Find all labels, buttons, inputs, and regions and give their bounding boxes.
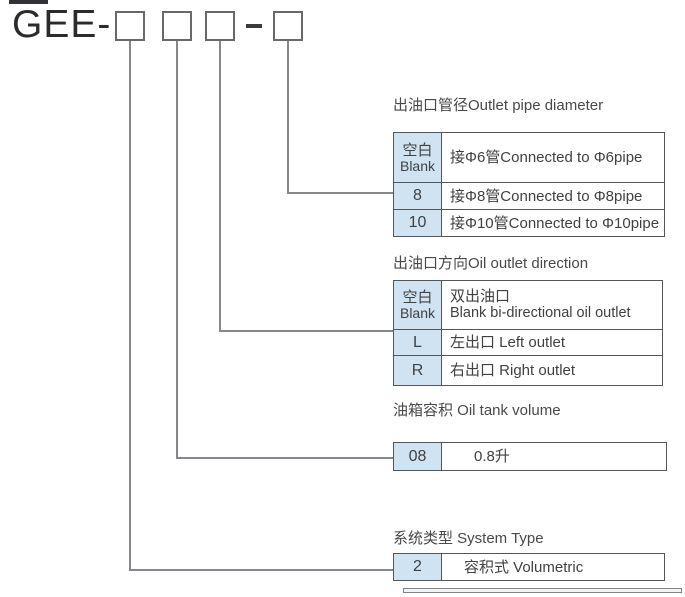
code-cell: 08 xyxy=(394,443,442,470)
desc-cell: 接Φ10管Connected to Φ10pipe xyxy=(442,210,664,236)
desc-cell: 接Φ8管Connected to Φ8pipe xyxy=(442,183,664,209)
code-cell: 8 xyxy=(394,183,442,209)
desc-cell: 左出口 Left outlet xyxy=(442,330,662,355)
model-prefix: GEE- xyxy=(12,3,112,46)
code-box-3-outlet-direction xyxy=(205,11,235,41)
connector-vertical-box2 xyxy=(176,41,178,458)
code-box-2-tank-volume xyxy=(162,11,192,41)
table-row: 2 容积式 Volumetric xyxy=(394,554,664,580)
desc-text-en: Blank bi-directional oil outlet xyxy=(450,305,631,321)
desc-text: 接Φ6管Connected to Φ6pipe xyxy=(450,149,643,166)
table-oil-tank-volume: 08 0.8升 xyxy=(393,442,667,471)
desc-text: 接Φ8管Connected to Φ8pipe xyxy=(450,187,643,205)
section-title-oil-tank-volume: 油箱容积 Oil tank volume xyxy=(393,402,561,419)
code-value: R xyxy=(411,361,424,379)
table-row: 空白 Blank 双出油口 Blank bi-directional oil o… xyxy=(394,281,662,329)
connector-horizontal-box4 xyxy=(287,192,393,194)
code-value: L xyxy=(413,333,422,351)
desc-text-cn: 双出油口 xyxy=(450,288,511,305)
connector-vertical-box3 xyxy=(219,41,221,331)
code-value: 10 xyxy=(408,214,427,231)
desc-text: 接Φ10管Connected to Φ10pipe xyxy=(450,214,660,232)
code-separator-dash xyxy=(246,24,262,28)
cropped-text-artifact xyxy=(9,0,48,4)
code-value: 08 xyxy=(408,447,427,465)
section-title-system-type: 系统类型 System Type xyxy=(393,530,544,547)
desc-cell: 双出油口 Blank bi-directional oil outlet xyxy=(442,281,662,329)
desc-text: 容积式 Volumetric xyxy=(464,558,584,576)
code-value: 2 xyxy=(413,558,422,575)
code-value: 8 xyxy=(413,187,422,204)
desc-cell: 容积式 Volumetric xyxy=(442,554,664,580)
table-row: L 左出口 Left outlet xyxy=(394,329,662,355)
connector-vertical-box1 xyxy=(129,41,131,570)
code-value-cn: 空白 xyxy=(402,141,433,159)
desc-text: 右出口 Right outlet xyxy=(450,362,576,379)
code-cell: R xyxy=(394,356,442,385)
code-value-en: Blank xyxy=(399,157,436,174)
code-value-en: Blank xyxy=(399,305,436,321)
code-cell: L xyxy=(394,330,442,355)
connector-horizontal-box3 xyxy=(219,330,393,332)
section-title-outlet-pipe-diameter: 出油口管径Outlet pipe diameter xyxy=(393,97,604,114)
code-box-1-system-type xyxy=(115,11,145,41)
table-row: R 右出口 Right outlet xyxy=(394,355,662,385)
desc-cell: 右出口 Right outlet xyxy=(442,356,662,385)
code-box-4-pipe-diameter xyxy=(273,11,303,41)
code-cell: 空白 Blank xyxy=(394,281,442,329)
table-row: 08 0.8升 xyxy=(394,443,666,470)
table-outlet-pipe-diameter: 空白 Blank 接Φ6管Connected to Φ6pipe 8 接Φ8管C… xyxy=(393,132,665,237)
connector-horizontal-box1 xyxy=(129,569,393,571)
connector-vertical-box4 xyxy=(287,41,289,193)
connector-horizontal-box2 xyxy=(176,457,393,459)
desc-text: 0.8升 xyxy=(474,448,510,465)
table-row: 空白 Blank 接Φ6管Connected to Φ6pipe xyxy=(394,133,664,182)
table-oil-outlet-direction: 空白 Blank 双出油口 Blank bi-directional oil o… xyxy=(393,280,663,386)
desc-text: 左出口 Left outlet xyxy=(450,334,566,351)
code-cell: 2 xyxy=(394,554,442,580)
code-cell: 空白 Blank xyxy=(394,133,442,182)
table-row: 8 接Φ8管Connected to Φ8pipe xyxy=(394,182,664,209)
code-value-cn: 空白 xyxy=(402,289,433,306)
desc-cell: 接Φ6管Connected to Φ6pipe xyxy=(442,133,664,182)
table-row: 10 接Φ10管Connected to Φ10pipe xyxy=(394,209,664,236)
code-cell: 10 xyxy=(394,210,442,236)
table-system-type: 2 容积式 Volumetric xyxy=(393,553,665,581)
cropped-table-edge-artifact xyxy=(403,588,682,593)
section-title-oil-outlet-direction: 出油口方向Oil outlet direction xyxy=(393,255,589,272)
desc-cell: 0.8升 xyxy=(442,443,666,470)
